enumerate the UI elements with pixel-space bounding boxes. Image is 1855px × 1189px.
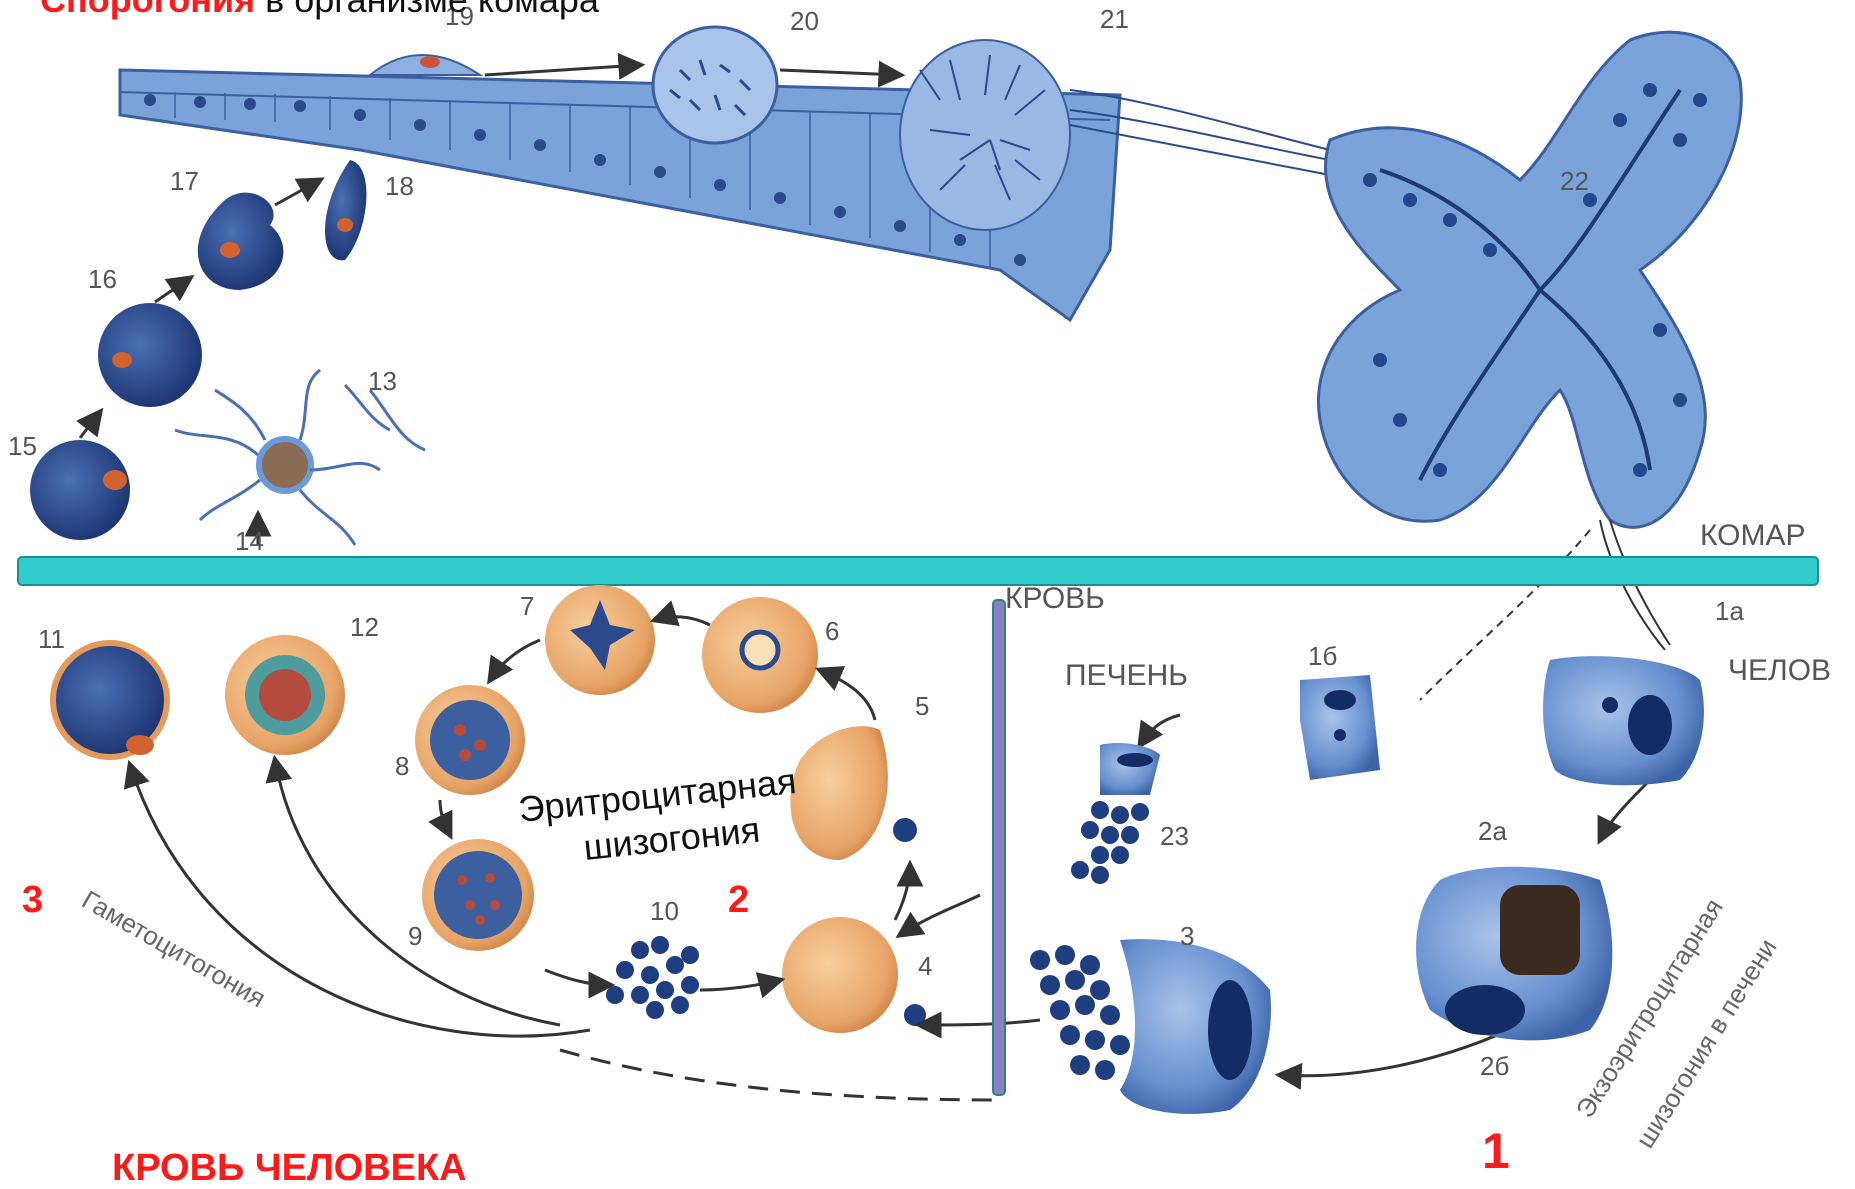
label-23: 23 (1160, 821, 1189, 851)
label-7: 7 (520, 591, 534, 621)
label-22: 22 (1560, 166, 1589, 196)
label-liver: ПЕЧЕНЬ (1065, 659, 1188, 692)
title-rest: в организме комара (255, 0, 600, 20)
label-blood: КРОВЬ (1005, 582, 1105, 615)
stage-6-ring (702, 597, 818, 713)
label-1b: 1б (1308, 641, 1337, 671)
title-highlight: Спорогония (40, 0, 255, 20)
label-16: 16 (88, 264, 117, 294)
stage-5-merozoite-entry (790, 726, 917, 860)
gametocytogony-label: Гаметоцитогония (77, 884, 271, 1013)
marker-3: 3 (22, 879, 43, 921)
stage-1a-hepatocyte (1543, 656, 1704, 785)
label-9: 9 (408, 921, 422, 951)
label-8: 8 (395, 751, 409, 781)
label-4: 4 (918, 951, 932, 981)
label-6: 6 (825, 616, 839, 646)
stage-17-ookinete (198, 193, 284, 290)
stage-13-14-microgametes (175, 370, 425, 545)
label-2b: 2б (1480, 1051, 1509, 1081)
stage-2a-liver-schizont (1416, 867, 1612, 1041)
stage-16-ookinete (98, 303, 202, 407)
stage-23-liver-rupture (1071, 743, 1160, 884)
label-1a: 1а (1715, 596, 1744, 626)
exo-label-2: шизогония в печени (1630, 933, 1783, 1153)
label-10: 10 (650, 896, 679, 926)
stage-22-salivary-gland (1318, 32, 1741, 527)
stage-7-schizont (545, 585, 655, 695)
label-5: 5 (915, 691, 929, 721)
stage-12-microgametocyte (225, 635, 345, 755)
stage-11-macrogametocyte (50, 640, 170, 760)
stage-4-erythrocyte (782, 917, 926, 1033)
label-17: 17 (170, 166, 199, 196)
label-13: 13 (368, 366, 397, 396)
label-11: 11 (38, 624, 65, 654)
mosquito-human-divider (18, 557, 1818, 585)
marker-2: 2 (728, 879, 749, 921)
footer-title: КРОВЬ ЧЕЛОВЕКА (112, 1147, 467, 1189)
cycle-arrows (130, 617, 1650, 1076)
label-14: 14 (235, 526, 264, 556)
stage-8-schizont (415, 685, 525, 795)
stage-3-liver-rupture (1030, 939, 1271, 1114)
stage-9-mature-schizont (422, 839, 534, 951)
label-3: 3 (1180, 921, 1194, 951)
label-18: 18 (385, 171, 414, 201)
label-human: ЧЕЛОВ (1728, 654, 1831, 687)
stage-15-zygote (30, 440, 130, 540)
label-12: 12 (350, 612, 379, 642)
diagram-title: Спорогония в организме комара (40, 0, 600, 20)
label-15: 15 (8, 431, 37, 461)
stage-1b-hepatocyte (1300, 675, 1380, 780)
dashed-return-line (560, 1050, 1000, 1100)
stage-18-ookinete (325, 160, 366, 260)
label-2a: 2а (1478, 816, 1507, 846)
stage-10-merozoites (606, 936, 699, 1019)
blood-liver-divider (993, 600, 1005, 1095)
label-mosquito: КОМАР (1700, 519, 1805, 552)
marker-1: 1 (1482, 1123, 1510, 1179)
label-21: 21 (1100, 4, 1129, 34)
stage-20-oocyst (653, 27, 777, 143)
label-20: 20 (790, 6, 819, 36)
